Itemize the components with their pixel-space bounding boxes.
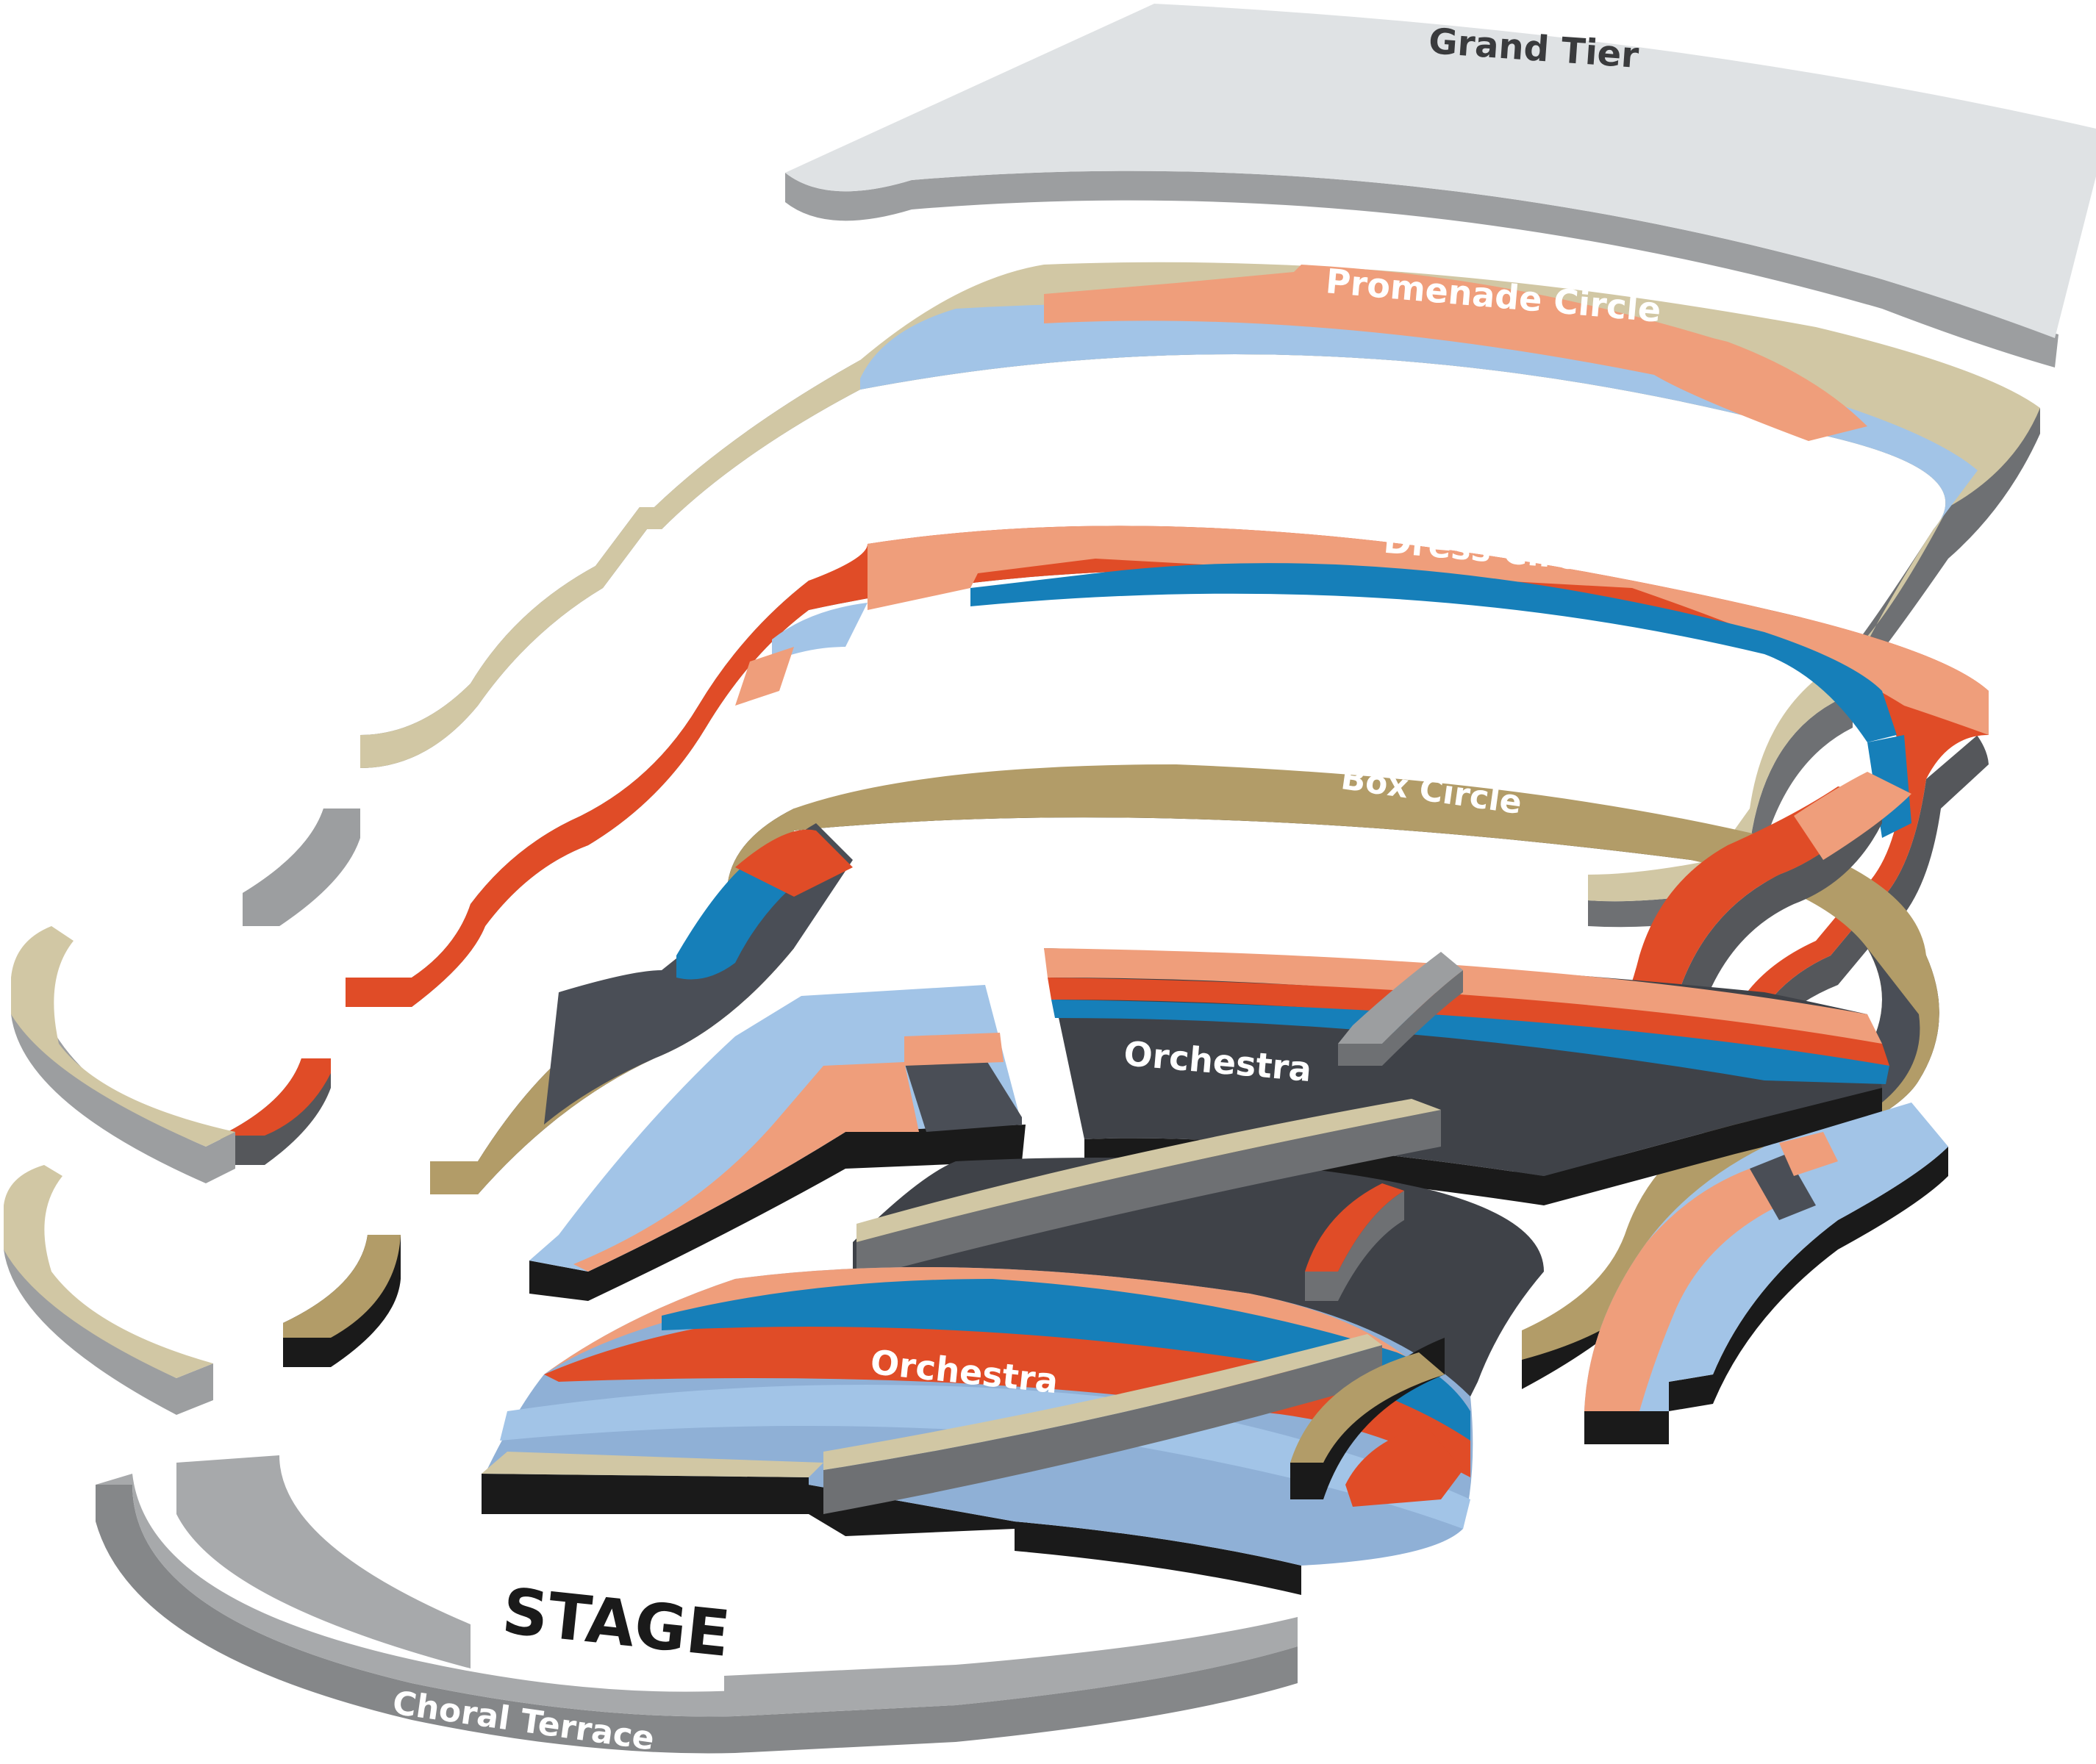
left-outer-rings[interactable]	[4, 926, 401, 1415]
left-wing-section[interactable]	[529, 985, 1026, 1301]
lower-orchestra-left-rail-top	[482, 1452, 823, 1477]
dress-circle-blue-light-end	[772, 603, 868, 662]
right-wing-floor	[1584, 1102, 1948, 1411]
upper-orchestra-section[interactable]: Orchestra	[1044, 948, 1889, 1205]
lower-orchestra-blue-band	[662, 1279, 1470, 1441]
center-red-arc-side	[1305, 1191, 1404, 1301]
grand-tier-section[interactable]: Grand Tier	[785, 4, 2096, 368]
grand-tier-side	[785, 171, 2059, 368]
left-wing-salmon-2	[904, 1033, 1004, 1066]
lower-orchestra-section[interactable]: Orchestra	[482, 1267, 1473, 1595]
dress-circle-salmon-band	[868, 526, 1989, 735]
grand-tier-floor	[785, 4, 2096, 338]
choral-terrace-side	[96, 1485, 1298, 1754]
left-wing-salmon	[573, 1062, 919, 1272]
right-wing-charcoal	[1750, 1154, 1816, 1220]
dress-circle-blue-band	[970, 563, 1897, 742]
center-red-arc-top	[1305, 1183, 1404, 1272]
stage-floor-left	[176, 1455, 471, 1668]
upper-orchestra-blue	[1051, 1000, 1889, 1084]
lower-orchestra-rail-top	[823, 1334, 1382, 1470]
promenade-left-arc-top	[243, 808, 360, 926]
lower-orchestra-red-tip	[1345, 1426, 1463, 1507]
right-wing-salmon-tip	[1779, 1132, 1838, 1176]
left-wing-slate	[904, 1058, 1022, 1132]
box-circle-red-band	[735, 829, 853, 897]
stage-floor-right	[724, 1617, 1298, 1716]
dress-circle-floor	[346, 526, 1989, 1051]
lower-orchestra-blue-light-band	[500, 1385, 1470, 1529]
upper-orchestra-rail-top	[1338, 952, 1463, 1044]
right-wing-salmon	[1584, 1169, 1779, 1411]
left-ring-upper-top	[11, 926, 235, 1147]
left-small-arc-top	[283, 1235, 401, 1338]
promenade-circle-floor	[360, 262, 2040, 902]
lower-orchestra-rail-side	[823, 1345, 1382, 1514]
right-wing-side	[1584, 1147, 1948, 1444]
dress-circle-salmon-left	[735, 647, 794, 706]
upper-orchestra-rail-side	[1338, 970, 1463, 1066]
left-wing-side	[529, 1125, 1026, 1301]
lower-orchestra-arc-top	[1290, 1352, 1445, 1463]
left-ring-lower-top	[4, 1165, 213, 1378]
right-ribbon-salmon	[1794, 772, 1911, 860]
center-dark-rail-side	[856, 1110, 1441, 1279]
promenade-circle-salmon-band	[1044, 265, 1867, 441]
right-wing-section[interactable]	[1584, 1102, 1948, 1444]
dress-left-arc-top	[221, 1058, 331, 1136]
center-dark-rail-top	[856, 1099, 1441, 1242]
lower-orchestra-left-rail-side	[482, 1474, 809, 1514]
stage-label: STAGE	[499, 1574, 734, 1671]
